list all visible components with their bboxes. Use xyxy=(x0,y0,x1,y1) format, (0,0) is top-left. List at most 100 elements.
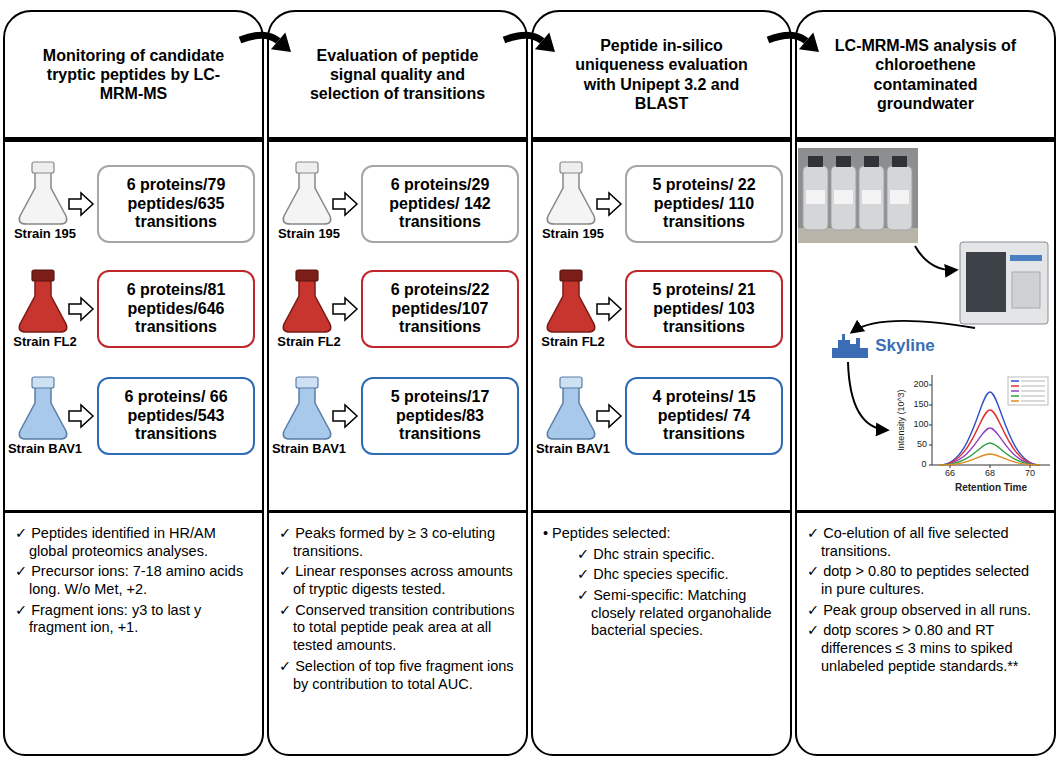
criteria-item: ✓ Conserved transition contributions to … xyxy=(279,602,516,655)
flask-fl2 xyxy=(19,280,67,332)
criteria-panel: ✓ Peptides identified in HR/AM global pr… xyxy=(5,517,262,754)
small-arrow xyxy=(597,298,621,320)
bottles-photo xyxy=(798,148,918,243)
stage-header: Peptide in-silico uniqueness evaluation … xyxy=(533,12,790,137)
annotation-label: 50 xyxy=(917,440,927,450)
legend-sample xyxy=(1011,395,1019,397)
chromatogram xyxy=(929,375,1050,468)
small-arrow xyxy=(69,298,93,320)
small-arrow xyxy=(333,193,357,215)
arrow-shaft xyxy=(240,35,278,41)
stage-title: LC-MRM-MS analysis of chloroethene conta… xyxy=(827,36,1024,113)
flask-cap xyxy=(32,270,54,281)
annotation-label: Strain FL2 xyxy=(13,335,77,349)
annotation-label: 70 xyxy=(1025,469,1035,479)
arrowhead xyxy=(535,33,555,52)
annotation-label: Strain FL2 xyxy=(541,335,605,349)
stage-column: Peptide in-silico uniqueness evaluation … xyxy=(531,10,792,756)
annotation-label: Strain 195 xyxy=(278,227,340,241)
peak-trace xyxy=(940,443,1040,465)
legend-sample xyxy=(1011,380,1019,382)
small-arrow xyxy=(69,405,93,427)
flask-cap xyxy=(32,377,54,388)
bottle-label xyxy=(834,190,853,204)
result-box: 5 proteins/ 21 peptides/ 103 transitions xyxy=(625,270,783,348)
stage-header: Monitoring of candidate tryptic peptides… xyxy=(5,12,262,137)
criteria-item: ✓ Peptides identified in HR/AM global pr… xyxy=(15,525,252,560)
bottle-cap xyxy=(836,156,851,167)
annotation-label: Strain BAV1 xyxy=(536,442,610,456)
annotation-label: Strain BAV1 xyxy=(272,442,346,456)
mass-spectrometer xyxy=(960,242,1048,324)
annotation-label: Strain BAV1 xyxy=(8,442,82,456)
bottle xyxy=(859,166,884,230)
peak-trace xyxy=(940,428,1040,465)
flask-cap xyxy=(296,377,318,388)
result-count: 6 proteins/29 peptides/ 142 transitions xyxy=(371,176,509,233)
result-count: 5 proteins/ 22 peptides/ 110 transitions xyxy=(635,176,773,233)
photo-background xyxy=(798,148,918,243)
flask-195 xyxy=(283,172,331,224)
criteria-list: • Peptides selected:✓ Dhc strain specifi… xyxy=(543,525,780,640)
legend-sample xyxy=(1011,390,1019,392)
footer-divider xyxy=(269,510,526,513)
header-divider xyxy=(5,137,262,142)
skyline-icon xyxy=(832,334,868,358)
flask-cap xyxy=(32,162,54,173)
result-count: 5 proteins/17 peptides/83 transitions xyxy=(371,388,509,445)
small-arrow xyxy=(597,405,621,427)
stage-title: Monitoring of candidate tryptic peptides… xyxy=(35,46,232,104)
stage-column: Evaluation of peptide signal quality and… xyxy=(267,10,528,756)
peak-trace xyxy=(940,454,1040,465)
criteria-item: ✓ Semi-specific: Matching closely relate… xyxy=(543,587,780,640)
stage-header: LC-MRM-MS analysis of chloroethene conta… xyxy=(797,12,1054,137)
flask-cap xyxy=(296,162,318,173)
legend-sample xyxy=(1011,385,1019,387)
result-box: 4 proteins/ 15 peptides/ 74 transitions xyxy=(625,377,783,455)
criteria-item: ✓ Precursor ions: 7-18 amino acids long.… xyxy=(15,563,252,598)
criteria-item: ✓ Dhc strain specific. xyxy=(543,546,780,564)
criteria-list: ✓ Peptides identified in HR/AM global pr… xyxy=(15,525,252,637)
arrowhead xyxy=(799,33,819,52)
criteria-item: ✓ dotp scores > 0.80 and RT differences … xyxy=(807,622,1044,675)
instrument-panel xyxy=(966,252,1006,312)
small-arrow xyxy=(333,405,357,427)
arrowhead xyxy=(271,33,291,52)
annotation-label: Strain 195 xyxy=(14,227,76,241)
flask-bav1 xyxy=(547,387,595,439)
small-arrow xyxy=(333,298,357,320)
criteria-list: ✓ Co-elution of all five selected transi… xyxy=(807,525,1044,676)
flask-bav1 xyxy=(283,387,331,439)
instrument-vent xyxy=(1012,272,1040,308)
bottle xyxy=(887,166,912,230)
result-box: 6 proteins/81 peptides/646 transitions xyxy=(97,270,255,348)
bottle xyxy=(803,166,828,230)
flask-cap xyxy=(296,270,318,281)
result-box: 5 proteins/17 peptides/83 transitions xyxy=(361,377,519,455)
criteria-item: ✓ Selection of top five fragment ions by… xyxy=(279,658,516,693)
annotation-label: Skyline xyxy=(875,337,935,356)
result-count: 6 proteins/79 peptides/635 transitions xyxy=(107,176,245,233)
annotation-label: 0 xyxy=(921,460,926,470)
result-box: 6 proteins/79 peptides/635 transitions xyxy=(97,165,255,243)
flask-195 xyxy=(547,172,595,224)
result-count: 6 proteins/81 peptides/646 transitions xyxy=(107,281,245,338)
annotation-label: Strain 195 xyxy=(542,227,604,241)
result-count: 6 proteins/ 66 peptides/543 transitions xyxy=(107,388,245,445)
bottle-label xyxy=(862,190,881,204)
criteria-item: ✓ Dhc species specific. xyxy=(543,566,780,584)
result-count: 4 proteins/ 15 peptides/ 74 transitions xyxy=(635,388,773,445)
criteria-panel: ✓ Co-elution of all five selected transi… xyxy=(797,517,1054,754)
bottle-cap xyxy=(864,156,879,167)
criteria-item: ✓ Linear responses across amounts of try… xyxy=(279,563,516,598)
bottle-label xyxy=(806,190,825,204)
flask-cap xyxy=(560,377,582,388)
criteria-item: ✓ dotp > 0.80 to peptides selected in pu… xyxy=(807,563,1044,598)
stage-column: Monitoring of candidate tryptic peptides… xyxy=(3,10,264,756)
arrow-shaft xyxy=(768,35,806,41)
criteria-panel: ✓ Peaks formed by ≥ 3 co-eluting transit… xyxy=(269,517,526,754)
small-arrow xyxy=(597,193,621,215)
header-divider xyxy=(533,137,790,142)
annotation-label: 200 xyxy=(913,380,928,390)
flow-arrow xyxy=(915,246,956,270)
